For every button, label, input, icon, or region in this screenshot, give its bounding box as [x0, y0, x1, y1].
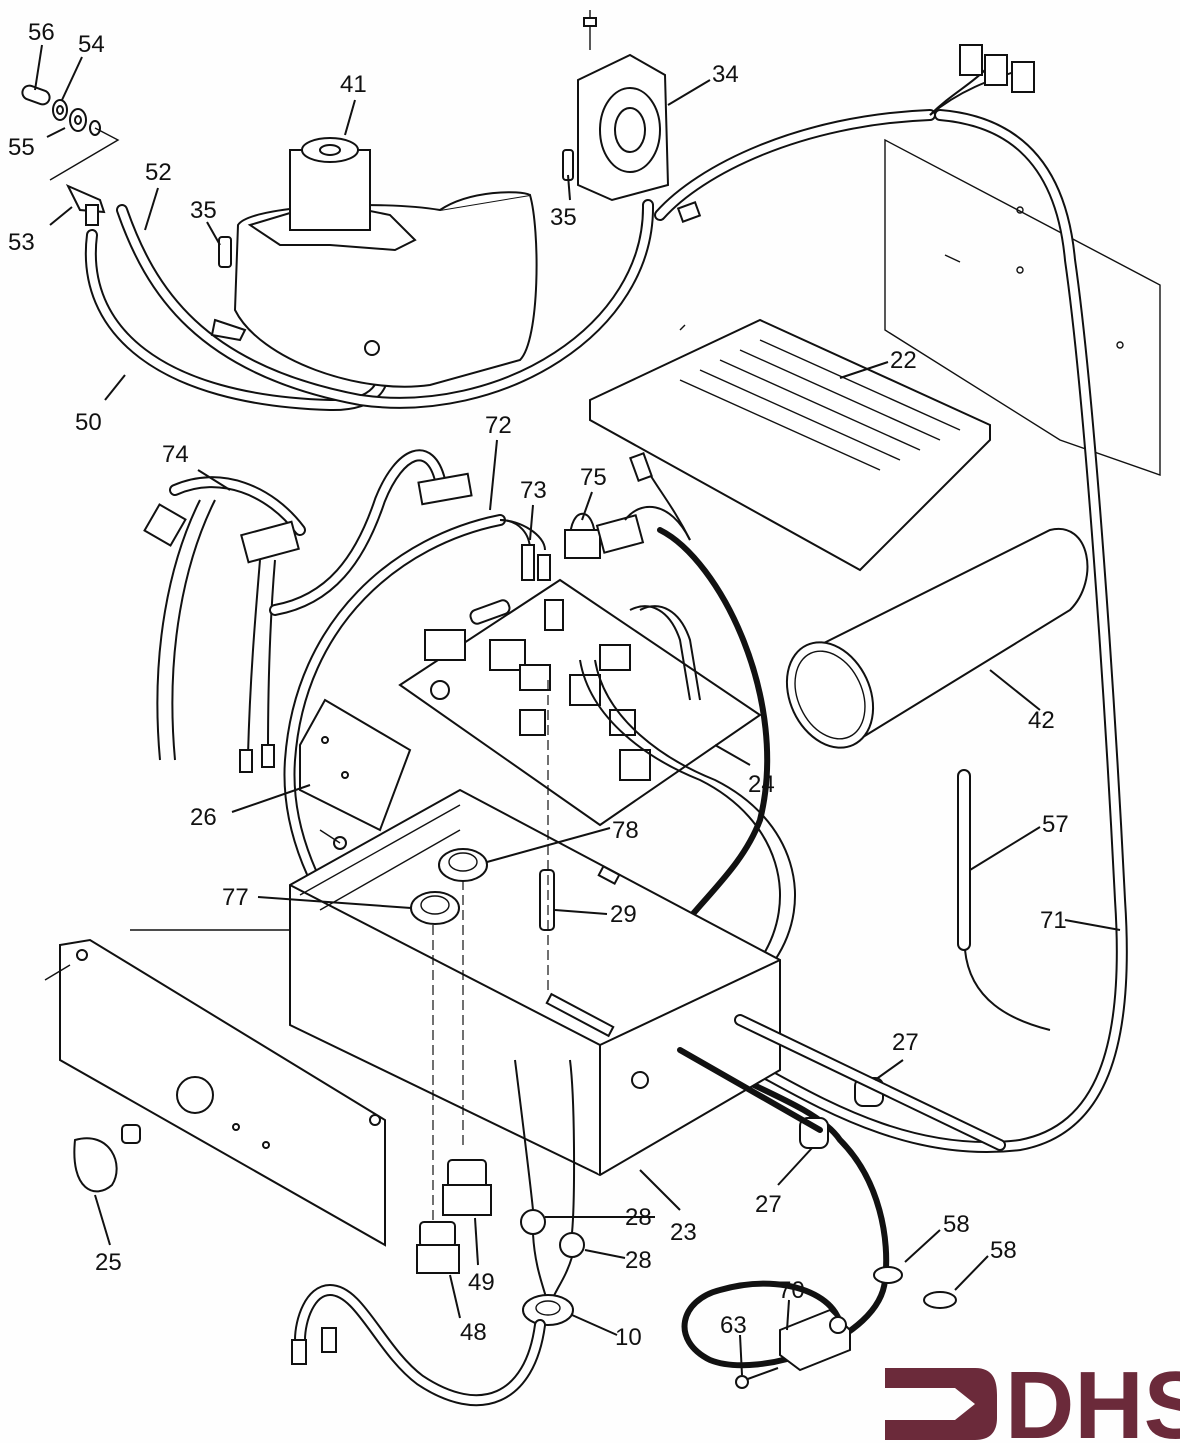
- grommet-10: [522, 1294, 574, 1326]
- tie-58b: [923, 1291, 957, 1309]
- bottom-harness: [291, 1283, 546, 1407]
- callout-56: 56: [28, 19, 55, 46]
- leader-lines: [34, 44, 1121, 1376]
- switch-29: [539, 869, 555, 931]
- harness-71: [654, 44, 1128, 1154]
- callout-63: 63: [720, 1312, 747, 1339]
- electrode-28a: [520, 1209, 546, 1235]
- electrode-28b: [559, 1232, 585, 1258]
- callout-labels: 56 54 55 52 53 41 35 35 34 50 22 74 72 7…: [8, 19, 1069, 1351]
- callout-75: 75: [580, 464, 607, 491]
- callout-27a: 27: [892, 1029, 919, 1056]
- callout-48: 48: [460, 1319, 487, 1346]
- dhs-logo: DHS: [885, 1352, 1180, 1443]
- screw-35a: [218, 236, 232, 268]
- washer-55: [69, 108, 101, 136]
- callout-73: 73: [520, 477, 547, 504]
- callout-28b: 28: [625, 1247, 652, 1274]
- harness-74: [143, 476, 306, 773]
- callout-42: 42: [1028, 707, 1055, 734]
- tie-58a: [873, 1266, 903, 1284]
- callout-55: 55: [8, 134, 35, 161]
- cylinder-42: [785, 527, 1089, 749]
- callout-35b: 35: [550, 204, 577, 231]
- screw-63: [735, 1367, 779, 1389]
- front-panel-25: [44, 929, 386, 1247]
- connector-70: [779, 1308, 851, 1372]
- control-board-24: [398, 452, 762, 827]
- callout-58b: 58: [990, 1237, 1017, 1264]
- callout-74: 74: [162, 441, 189, 468]
- callout-34: 34: [712, 61, 739, 88]
- tee-fitting-53: [65, 183, 106, 226]
- nut-78: [438, 848, 488, 882]
- tube-52: [116, 199, 655, 409]
- callout-22: 22: [890, 347, 917, 374]
- callout-23: 23: [670, 1219, 697, 1246]
- dhs-logo-text: DHS: [1005, 1352, 1180, 1443]
- knob-25: [73, 1124, 141, 1193]
- fitting-48: [416, 1221, 460, 1274]
- washer-54: [52, 99, 68, 121]
- callout-53: 53: [8, 229, 35, 256]
- callout-28a: 28: [625, 1204, 652, 1231]
- callout-29: 29: [610, 901, 637, 928]
- callout-27b: 27: [755, 1191, 782, 1218]
- mounting-plate: [884, 138, 1161, 476]
- pin-56: [21, 84, 51, 106]
- fitting-49: [442, 1159, 492, 1216]
- callout-70: 70: [778, 1277, 805, 1304]
- blower-41: [210, 137, 538, 388]
- nut-77: [410, 891, 460, 925]
- callout-24: 24: [748, 771, 775, 798]
- callout-41: 41: [340, 71, 367, 98]
- callout-77: 77: [222, 884, 249, 911]
- callout-49: 49: [468, 1269, 495, 1296]
- callout-58a: 58: [943, 1211, 970, 1238]
- callout-25: 25: [95, 1249, 122, 1276]
- callout-54: 54: [78, 31, 105, 58]
- callout-72: 72: [485, 412, 512, 439]
- bracket-26: [299, 698, 412, 850]
- control-box-23: [289, 788, 781, 1177]
- tube-50: [84, 229, 389, 412]
- callout-71: 71: [1040, 907, 1067, 934]
- cover-22: [589, 318, 991, 572]
- sensor-57: [957, 769, 1051, 1031]
- connector-75: [564, 512, 601, 559]
- pressure-switch-34: [577, 10, 670, 202]
- callout-26: 26: [190, 804, 217, 831]
- callout-10: 10: [615, 1324, 642, 1351]
- callout-52: 52: [145, 159, 172, 186]
- callout-50: 50: [75, 409, 102, 436]
- dhs-logo-arrow-icon: [885, 1368, 997, 1440]
- callout-78: 78: [612, 817, 639, 844]
- callout-57: 57: [1042, 811, 1069, 838]
- callout-35a: 35: [190, 197, 217, 224]
